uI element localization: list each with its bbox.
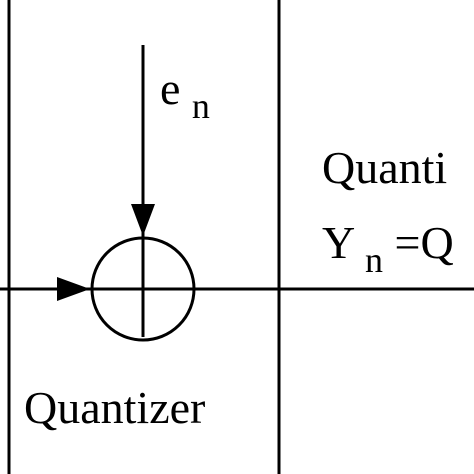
summing-junction [90, 236, 196, 342]
output-equation-tail: =Q [395, 217, 454, 268]
noise-label-subscript: n [192, 86, 210, 126]
right-text-line2: Y n =Q [322, 217, 454, 282]
right-text-line1: Quanti [322, 142, 447, 193]
output-symbol: Y [322, 217, 355, 268]
quantizer-box [7, 0, 281, 474]
output-subscript: n [365, 240, 383, 280]
input-arrowhead [57, 277, 90, 301]
noise-arrowhead [131, 204, 155, 236]
quantizer-label: Quantizer [24, 382, 205, 433]
noise-label: e n [160, 63, 210, 126]
noise-label-base: e [160, 63, 180, 114]
